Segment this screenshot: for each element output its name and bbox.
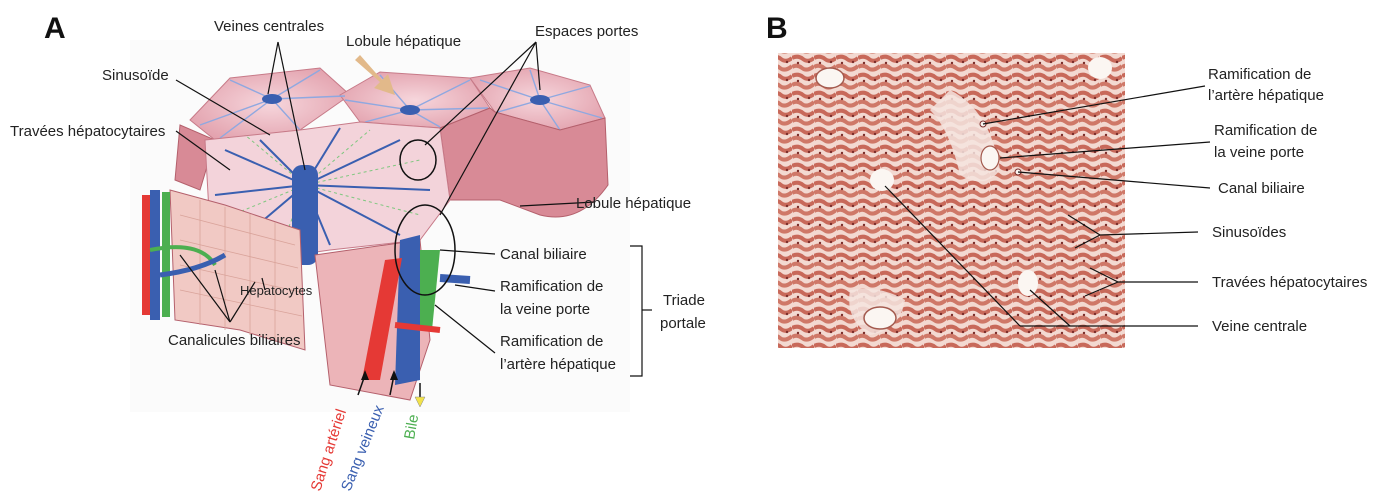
triade-bracket: [630, 246, 642, 376]
b-label-ram-artere-1: Ramification de: [1208, 66, 1311, 83]
portal-vein-branch: [981, 146, 999, 170]
central-vein-top-3: [530, 95, 550, 105]
label-sinusoide: Sinusoïde: [102, 67, 169, 84]
histology-micrograph: [778, 53, 1125, 348]
b-label-veine-centrale: Veine centrale: [1212, 318, 1307, 335]
b-label-ram-veine-2: la veine porte: [1214, 144, 1304, 161]
label-bile: Bile: [401, 413, 422, 441]
label-canal-biliaire: Canal biliaire: [500, 246, 587, 263]
b-label-ram-artere-2: l’artère hépatique: [1208, 87, 1324, 104]
b-label-ram-veine-1: Ramification de: [1214, 122, 1317, 139]
label-lobule-top: Lobule hépatique: [346, 33, 461, 50]
label-hepatocytes: Hepatocytes: [240, 283, 313, 298]
label-triade-2: portale: [660, 315, 706, 332]
label-canalicules: Canalicules biliaires: [168, 332, 301, 349]
central-vein-2: [1018, 270, 1038, 296]
b-label-sinusoides: Sinusoïdes: [1212, 224, 1286, 241]
label-ram-veine-1: Ramification de: [500, 278, 603, 295]
label-lobule-right: Lobule hépatique: [576, 195, 691, 212]
central-vein-top-2: [400, 105, 420, 115]
b-label-travees: Travées hépatocytaires: [1212, 274, 1367, 291]
label-veines-centrales: Veines centrales: [214, 18, 324, 35]
central-vein-1: [870, 169, 894, 191]
panel-b-letter: B: [766, 12, 788, 45]
label-ram-artere-2: l’artère hépatique: [500, 356, 616, 373]
portal-vein-top-left: [816, 68, 844, 88]
b-label-canal-biliaire: Canal biliaire: [1218, 180, 1305, 197]
label-travees: Travées hépatocytaires: [10, 123, 165, 140]
portal-vein-bottom-left: [864, 307, 896, 329]
central-vein-top-1: [262, 94, 282, 104]
vessel-top-right: [1088, 57, 1112, 79]
panel-a-letter: A: [44, 12, 66, 45]
label-ram-artere-1: Ramification de: [500, 333, 603, 350]
label-triade-1: Triade: [663, 292, 705, 309]
label-espaces-portes: Espaces portes: [535, 23, 638, 40]
label-ram-veine-2: la veine porte: [500, 301, 590, 318]
